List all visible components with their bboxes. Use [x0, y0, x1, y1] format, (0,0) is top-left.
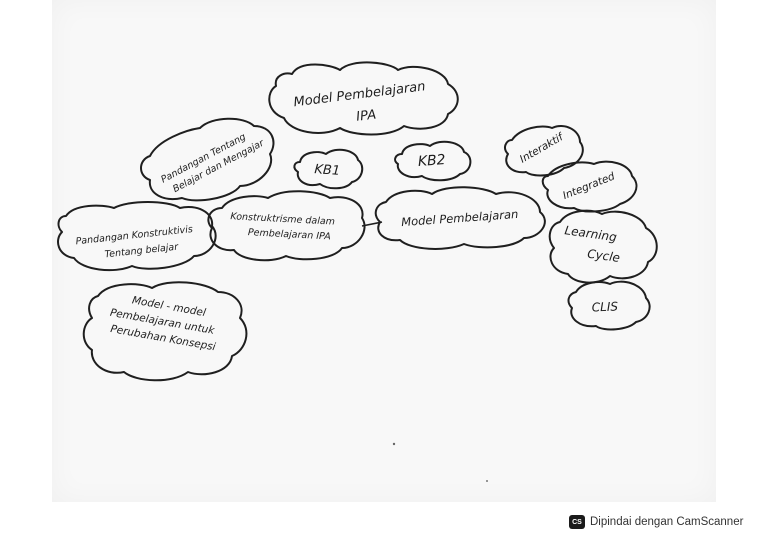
- node-label: Pandangan Konstruktivis Tentang belajar: [75, 224, 198, 263]
- node-label: Model Pembelajaran IPA: [293, 79, 433, 132]
- camscanner-logo-icon: CS: [569, 515, 585, 529]
- node-interaktif: Interaktif: [504, 124, 584, 177]
- node-integrated: Integrated: [541, 160, 638, 213]
- scanned-paper: [52, 0, 716, 502]
- node-label: CLIS: [592, 300, 619, 315]
- node-label: Model Pembelajaran: [401, 207, 519, 229]
- node-pandangan-konstruktivis: Pandangan Konstruktivis Tentang belajar: [57, 201, 217, 272]
- node-pandangan-belajar-mengajar: Pandangan Tentang Belajar dan Mengajar: [140, 117, 275, 202]
- node-model-pembelajaran-ipa: Model Pembelajaran IPA: [268, 61, 459, 136]
- node-learning-cycle: Learning Cycle: [548, 209, 658, 284]
- watermark-text: Dipindai dengan CamScanner: [590, 516, 744, 528]
- node-model-model: Model - model Pembelajaran untuk Perubah…: [82, 281, 248, 382]
- node-label: Integrated: [561, 170, 617, 202]
- node-kb1: KB1: [293, 148, 364, 190]
- node-label: KB1: [314, 162, 341, 179]
- node-label: KB2: [417, 152, 446, 170]
- scan-speck: [486, 480, 488, 482]
- node-clis: CLIS: [567, 280, 651, 331]
- node-label: Konstruktrisme dalam Pembelajaran IPA: [229, 211, 338, 243]
- node-label: Interaktif: [518, 130, 567, 165]
- node-model-pembelajaran: Model Pembelajaran: [374, 186, 546, 250]
- camscanner-watermark: CS Dipindai dengan CamScanner: [561, 511, 750, 533]
- node-label: Learning Cycle: [561, 223, 624, 265]
- node-kb2: KB2: [394, 140, 472, 182]
- node-konstruktivisme: Konstruktrisme dalam Pembelajaran IPA: [207, 190, 366, 262]
- scan-speck: [392, 442, 396, 446]
- node-label: Model - model Pembelajaran untuk Perubah…: [106, 291, 222, 353]
